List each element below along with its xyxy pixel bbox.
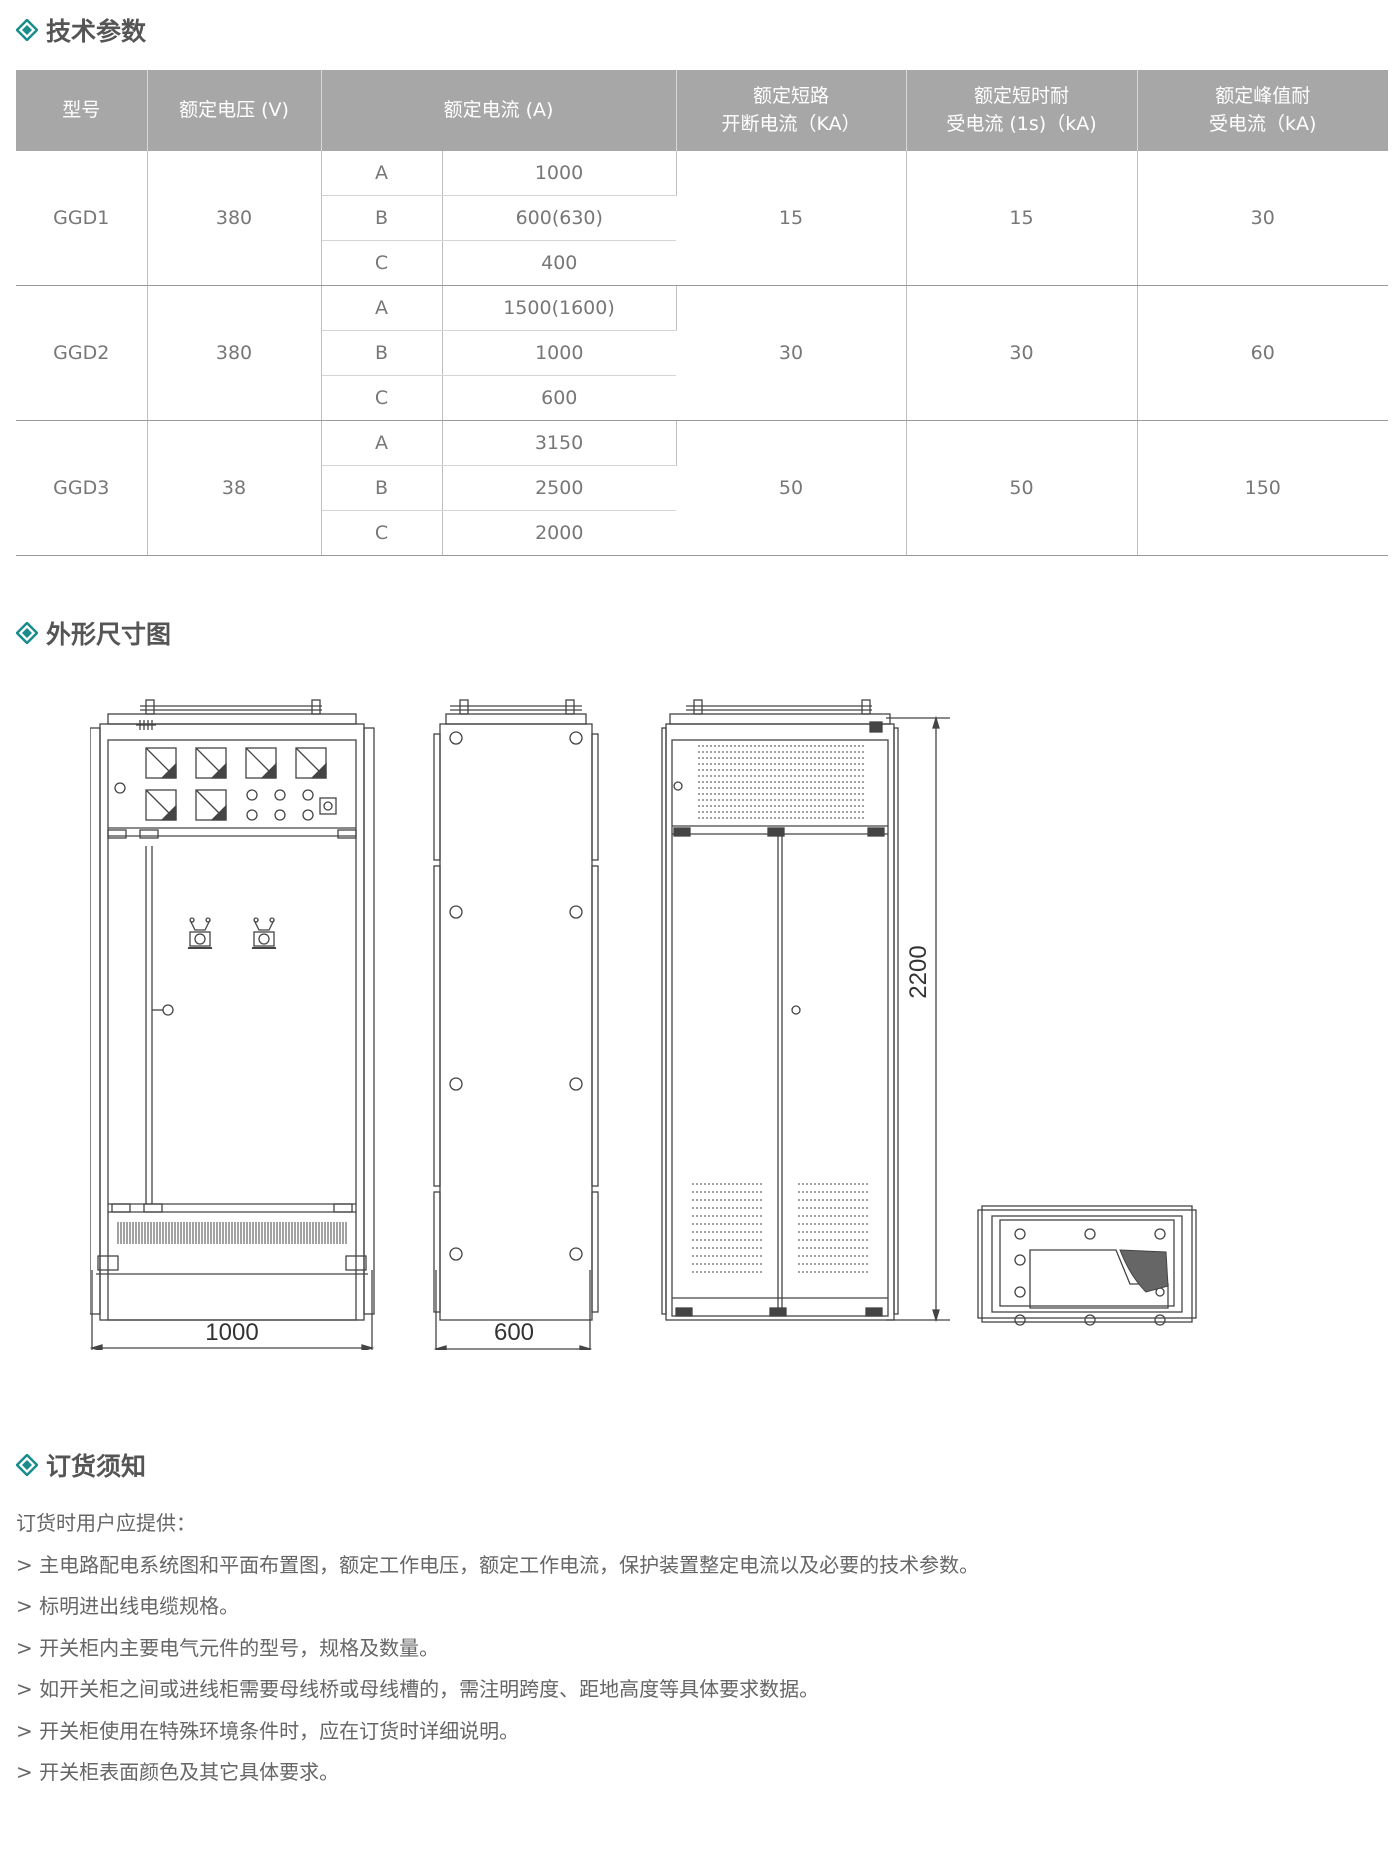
section-title-dims: 外形尺寸图: [16, 615, 171, 651]
dimension-drawing: 1000 600 2200: [90, 699, 1197, 1350]
cell-short-time-current: 50: [906, 420, 1138, 556]
order-note-item: > 如开关柜之间或进线柜需要母线桥或母线槽的，需注明跨度、距地高度等具体要求数据…: [16, 1677, 820, 1701]
dimension-height-label: 2200: [905, 945, 932, 998]
cell-short-time-current: 15: [906, 151, 1138, 286]
cell-current-grade: A: [321, 151, 443, 196]
cell-current-grade: B: [321, 330, 443, 376]
order-note-item: > 标明进出线电缆规格。: [16, 1594, 240, 1618]
cell-current-grade: A: [321, 420, 443, 466]
rear-view: [661, 699, 950, 1323]
cell-current-value: 600(630): [442, 195, 676, 241]
cell-model: GGD2: [16, 285, 148, 421]
cell-current-value: 3150: [442, 420, 677, 466]
diamond-icon: [16, 19, 38, 41]
cell-voltage: 38: [147, 420, 322, 556]
front-view: [90, 699, 375, 1350]
cell-peak-current: 150: [1137, 420, 1388, 556]
order-note-item: > 开关柜内主要电气元件的型号，规格及数量。: [16, 1635, 440, 1660]
cell-current-grade: B: [321, 465, 443, 511]
header-short-time: 额定短时耐受电流 (1s)（kA): [906, 70, 1138, 151]
cell-model: GGD3: [16, 420, 148, 556]
order-notes-intro: 订货时用户应提供：: [16, 1511, 196, 1535]
cell-breaking-current: 50: [676, 420, 907, 556]
cell-breaking-current: 15: [676, 151, 907, 286]
plan-view: [977, 1205, 1197, 1326]
header-current: 额定电流 (A): [321, 70, 677, 151]
diamond-icon: [16, 1454, 38, 1476]
cell-peak-current: 30: [1137, 151, 1388, 286]
cell-voltage: 380: [147, 285, 322, 421]
cell-current-value: 600: [442, 375, 676, 421]
header-model: 型号: [16, 70, 148, 151]
cell-current-grade: C: [321, 240, 443, 286]
order-notes: 订货时用户应提供： > 主电路配电系统图和平面布置图，额定工作电压，额定工作电流…: [16, 1503, 979, 1794]
cell-current-value: 2500: [442, 465, 676, 511]
section-title-tech: 技术参数: [16, 12, 146, 48]
cell-voltage: 380: [147, 151, 322, 286]
cell-current-value: 2000: [442, 510, 676, 556]
cell-current-value: 1000: [442, 151, 677, 196]
cell-peak-current: 60: [1137, 285, 1388, 421]
cell-current-grade: B: [321, 195, 443, 241]
cell-short-time-current: 30: [906, 285, 1138, 421]
cell-current-grade: A: [321, 285, 443, 331]
diamond-icon: [16, 622, 38, 644]
cell-model: GGD1: [16, 151, 148, 286]
dimension-depth-label: 600: [494, 1319, 534, 1346]
spec-table: 型号 额定电压 (V) 额定电流 (A) 额定短路开断电流（KA） 额定短时耐受…: [16, 70, 1388, 556]
order-note-item: > 主电路配电系统图和平面布置图，额定工作电压，额定工作电流，保护装置整定电流以…: [16, 1552, 980, 1577]
section-title-order: 订货须知: [16, 1447, 146, 1483]
dimension-width-label: 1000: [205, 1319, 258, 1346]
header-peak: 额定峰值耐受电流（kA): [1137, 70, 1388, 151]
table-header-row: 型号 额定电压 (V) 额定电流 (A) 额定短路开断电流（KA） 额定短时耐受…: [16, 70, 1388, 151]
order-note-item: > 开关柜表面颜色及其它具体要求。: [16, 1760, 340, 1784]
order-note-item: > 开关柜使用在特殊环境条件时，应在订货时详细说明。: [16, 1718, 520, 1743]
cell-current-value: 1500(1600): [442, 285, 677, 331]
cell-current-value: 1000: [442, 330, 676, 376]
cell-breaking-current: 30: [676, 285, 907, 421]
header-voltage: 额定电压 (V): [147, 70, 322, 151]
cell-current-value: 400: [442, 240, 676, 286]
cell-current-grade: C: [321, 510, 443, 556]
cell-current-grade: C: [321, 375, 443, 421]
side-view: [433, 699, 599, 1350]
header-breaking: 额定短路开断电流（KA）: [676, 70, 907, 151]
